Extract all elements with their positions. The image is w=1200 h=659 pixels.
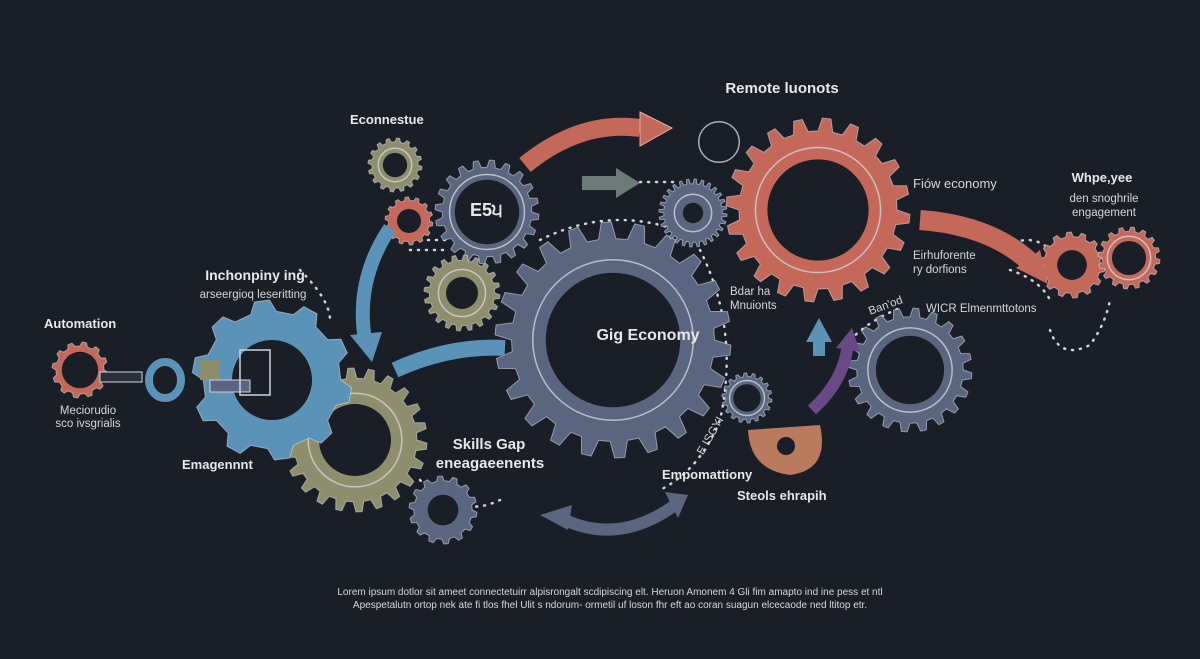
gear-blue-big <box>191 299 353 461</box>
label-skills-sub: eneagaeenents <box>435 455 545 472</box>
label-automation: Automation <box>44 316 117 331</box>
label-steols: Steols ehrapih <box>737 488 827 503</box>
gear-gig-economy <box>494 221 732 459</box>
gear-bottom-slate <box>408 475 478 545</box>
label-remote: Remote luonots <box>725 80 839 97</box>
gear-small-slate-mid <box>721 372 773 424</box>
label-eirhu1: Eirhuforente <box>913 250 976 262</box>
gear-right-red-2 <box>1097 226 1161 290</box>
label-gig-economy: Gig Economy <box>596 327 700 344</box>
label-skills-gap: Skills Gap <box>452 436 526 453</box>
label-whpe-sub2: engagement <box>1072 207 1136 219</box>
label-inch-title: Inchonpiny ing <box>205 267 305 283</box>
gear-econnestue-olive <box>367 137 423 193</box>
label-auto-sub2: sco ivsgrialis <box>55 418 121 430</box>
gear-econnestue-red <box>384 196 434 246</box>
flow-arrows <box>350 111 1048 536</box>
gear-remote-small <box>697 120 741 164</box>
caption-text: Lorem ipsum dotlor sit ameet connectetui… <box>337 587 883 611</box>
gear-olive-mid <box>423 254 501 332</box>
label-inch-sub: arseergioq leseritting <box>199 289 307 301</box>
gear-small-slate-top <box>658 178 728 248</box>
label-econnestue: Econnestue <box>350 112 424 127</box>
label-gig-right: Fiów economy <box>913 176 997 191</box>
gear-remote-big <box>725 117 911 303</box>
label-empomattiony: Empomattiony <box>662 467 753 482</box>
label-bdar2: Mnuionts <box>730 300 777 312</box>
automation-connector <box>99 349 271 402</box>
label-wicr: WICR Elmenmttotons <box>926 303 1037 315</box>
label-eirhu2: ry dorfions <box>913 264 967 276</box>
label-auto-sub1: Meciorudio <box>59 405 117 417</box>
label-emagennt: Emagennnt <box>182 457 253 472</box>
label-e58: E5੫ <box>470 200 503 220</box>
gear-e58 <box>434 159 540 265</box>
label-whpe-sub1: den snoghrile <box>1069 193 1139 205</box>
gear-automation <box>51 341 109 399</box>
tan-half-gear <box>748 425 822 475</box>
label-bdar1: Bdar ha <box>730 286 771 298</box>
gear-wicr <box>847 307 973 433</box>
label-whpe-title: Whpe,yee <box>1071 170 1133 185</box>
gear-right-red-1 <box>1038 231 1106 299</box>
